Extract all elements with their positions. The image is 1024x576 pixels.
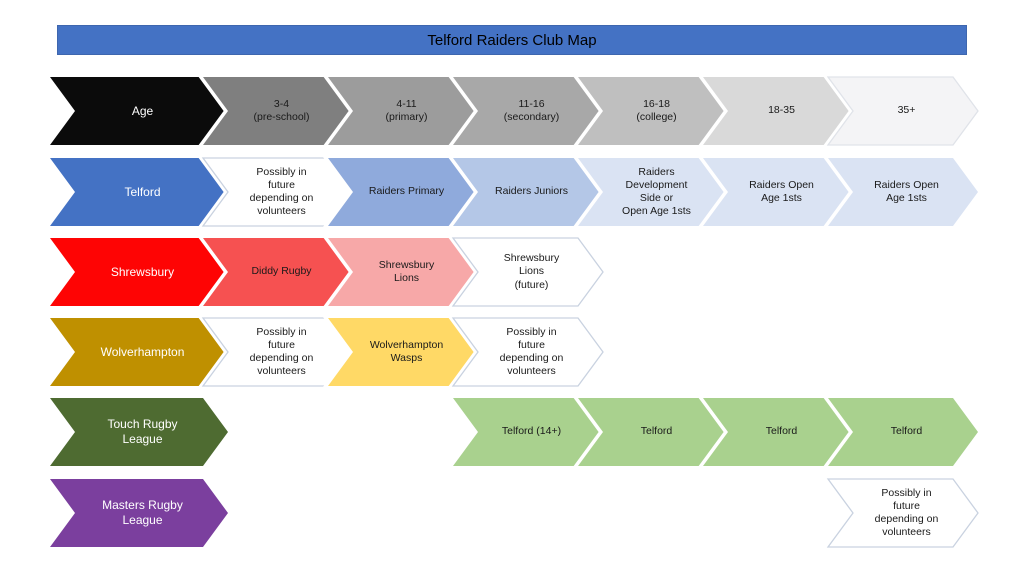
cell-arrow-label: Wolverhampton Wasps (369, 338, 444, 364)
chevron-arrow-shape (196, 73, 358, 149)
cell-arrow-label: 3-4 (pre-school) (253, 97, 310, 123)
chevron-arrow-shape (321, 73, 483, 149)
cell-arrow-label: Shrewsbury Lions (future) (503, 252, 560, 291)
row-label-arrow-masters-rugby-league: Masters Rugby League (43, 475, 233, 551)
chevron-arrow-shape (321, 314, 483, 390)
row-label-arrow-masters-rugby-league-label: Masters Rugby League (102, 498, 183, 527)
row-label-arrow-telford-label: Telford (124, 184, 161, 199)
cell-arrow-label: Raiders Development Side or Open Age 1st… (622, 165, 691, 218)
cell-arrow-label: Telford (14+) (501, 425, 562, 438)
cell-arrow: 35+ (821, 73, 983, 149)
page-title: Telford Raiders Club Map (57, 25, 967, 55)
cell-arrow: Diddy Rugby (196, 234, 358, 310)
cell-arrow-label: Shrewsbury Lions (378, 258, 435, 284)
cell-arrow-label: Possibly in future depending on voluntee… (249, 325, 314, 378)
cell-arrow-label: 18-35 (768, 104, 795, 117)
chevron-arrow-shape (821, 73, 983, 149)
cell-arrow: Raiders Open Age 1sts (821, 154, 983, 230)
cell-arrow: Wolverhampton Wasps (321, 314, 483, 390)
cell-arrow-label: 4-11 (primary) (385, 97, 428, 123)
row-label-arrow-age-label: Age (131, 103, 154, 118)
cell-arrow-label: Possibly in future depending on voluntee… (499, 325, 564, 378)
chevron-arrow-shape (821, 394, 983, 470)
cell-arrow: Raiders Open Age 1sts (696, 154, 858, 230)
cell-arrow: Raiders Juniors (446, 154, 608, 230)
cell-arrow: 16-18 (college) (571, 73, 733, 149)
chevron-arrow-shape (196, 234, 358, 310)
cell-arrow-label: Possibly in future depending on voluntee… (249, 165, 314, 218)
cell-arrow-label: 35+ (897, 104, 916, 117)
cell-arrow: Possibly in future depending on voluntee… (821, 475, 983, 551)
chevron-arrow-shape (446, 314, 608, 390)
row-label-arrow-touch-rugby-league: Touch Rugby League (43, 394, 233, 470)
row-label-arrow-wolverhampton-label: Wolverhampton (100, 344, 185, 359)
cell-arrow: Telford (821, 394, 983, 470)
chevron-arrow-shape (446, 154, 608, 230)
chevron-arrow-shape (821, 475, 983, 551)
cell-arrow: 3-4 (pre-school) (196, 73, 358, 149)
cell-arrow-label: Telford (765, 425, 798, 438)
chevron-arrow-shape (43, 234, 233, 310)
row-label-arrow-touch-rugby-league-label: Touch Rugby League (107, 417, 178, 446)
cell-arrow-label: Possibly in future depending on voluntee… (874, 486, 939, 539)
chevron-arrow-shape (43, 394, 233, 470)
chevron-arrow-shape (43, 154, 233, 230)
cell-arrow-label: Telford (640, 425, 673, 438)
cell-arrow-label: Raiders Open Age 1sts (874, 178, 939, 204)
cell-arrow: Possibly in future depending on voluntee… (196, 314, 358, 390)
chevron-arrow-shape (196, 314, 358, 390)
chevron-arrow-shape (821, 154, 983, 230)
cell-arrow-label: Raiders Open Age 1sts (749, 178, 814, 204)
row-label-arrow-telford: Telford (43, 154, 233, 230)
cell-arrow-label: Raiders Primary (368, 185, 445, 198)
row-label-arrow-shrewsbury: Shrewsbury (43, 234, 233, 310)
chevron-arrow-shape (446, 234, 608, 310)
chevron-arrow-shape (696, 154, 858, 230)
cell-arrow-label: 11-16 (secondary) (503, 97, 560, 123)
chevron-arrow-shape (571, 73, 733, 149)
chevron-arrow-shape (43, 475, 233, 551)
cell-arrow-label: 16-18 (college) (636, 97, 677, 123)
cell-arrow-label: Raiders Juniors (495, 185, 568, 198)
cell-arrow-label: Telford (890, 425, 923, 438)
cell-arrow: Shrewsbury Lions (321, 234, 483, 310)
cell-arrow-label: Diddy Rugby (251, 265, 312, 278)
cell-arrow: Possibly in future depending on voluntee… (446, 314, 608, 390)
row-label-arrow-shrewsbury-label: Shrewsbury (110, 264, 175, 279)
chevron-arrow-shape (321, 234, 483, 310)
cell-arrow: Shrewsbury Lions (future) (446, 234, 608, 310)
cell-arrow: 4-11 (primary) (321, 73, 483, 149)
